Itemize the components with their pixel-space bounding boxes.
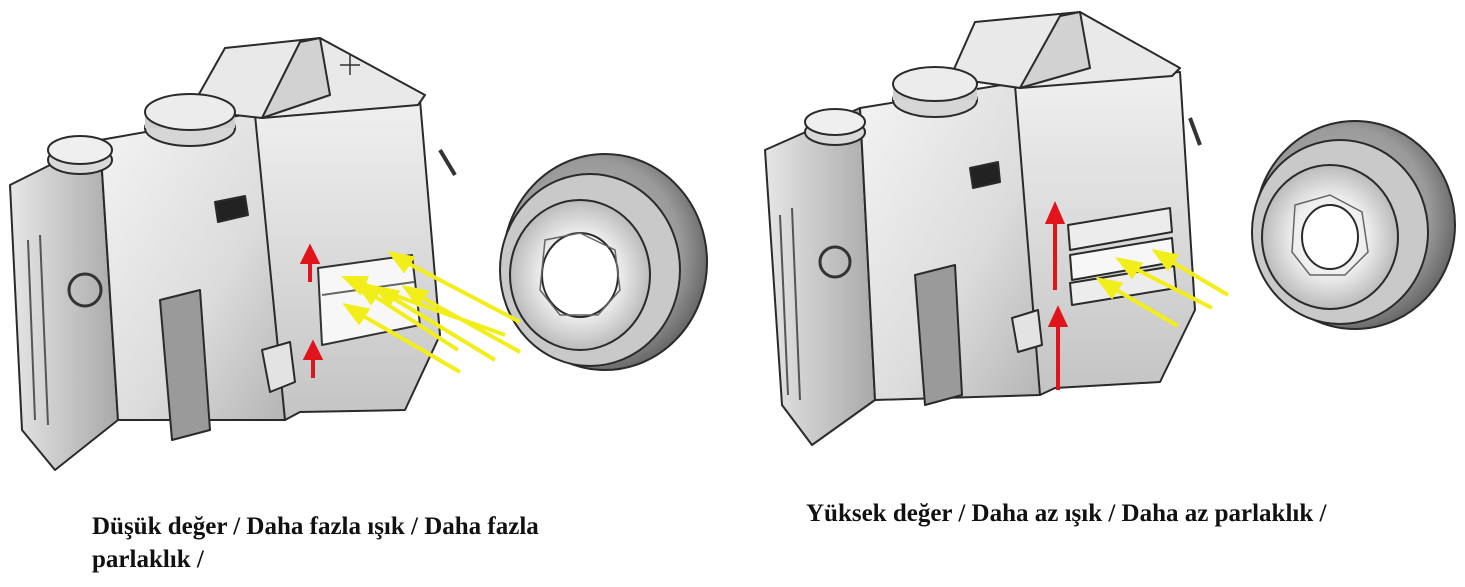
camera-left	[9, 37, 708, 471]
light-rays-right	[1095, 249, 1230, 328]
lens-aperture-icon	[1251, 120, 1456, 330]
camera-body-icon	[9, 37, 457, 471]
camera-body-icon	[764, 11, 1202, 446]
lens-aperture-icon	[499, 153, 708, 371]
shutter-arrows-right	[1044, 201, 1069, 390]
shutter-arrows-left	[299, 243, 324, 378]
caption-low-value: Düşük değer / Daha fazla ışık / Daha faz…	[92, 513, 539, 573]
camera-right	[764, 11, 1456, 446]
caption-high-value: Yüksek değer / Daha az ışık / Daha az pa…	[806, 500, 1327, 527]
light-rays-left	[341, 251, 521, 374]
